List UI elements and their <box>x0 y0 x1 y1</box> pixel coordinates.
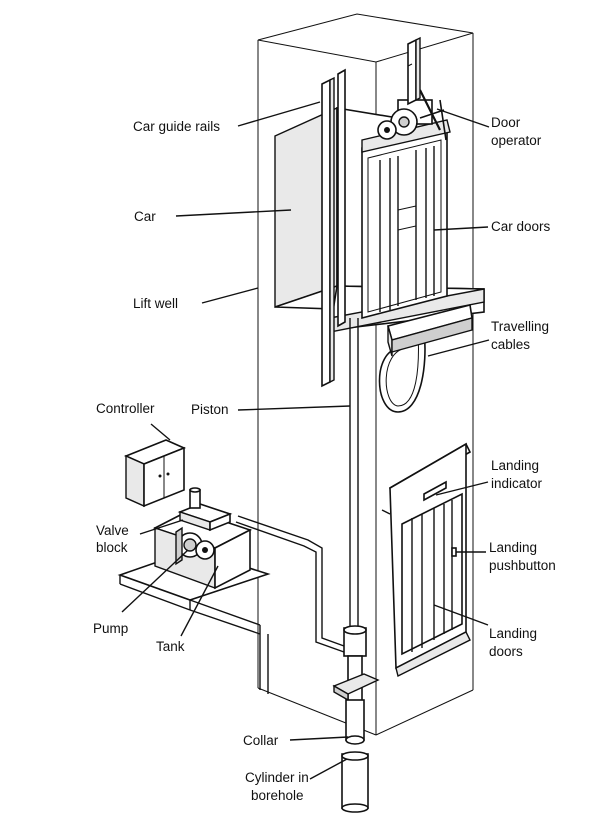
oil-pipe <box>235 515 345 653</box>
label-piston: Piston <box>191 402 229 417</box>
label-lift-well: Lift well <box>133 296 178 311</box>
label-collar: Collar <box>243 733 279 748</box>
label-door-operator-line2: operator <box>491 133 542 148</box>
cylinder <box>332 625 380 813</box>
door-operator <box>377 89 447 141</box>
piston <box>349 318 359 632</box>
label-cylinder-line2: borehole <box>251 788 304 803</box>
leader-lines <box>121 101 490 780</box>
label-tank: Tank <box>156 639 185 654</box>
label-landing-pushbutton-line1: Landing <box>489 540 537 555</box>
label-cylinder-line1: Cylinder in <box>245 770 309 785</box>
label-travelling-cables-line1: Travelling <box>491 319 549 334</box>
label-landing-indicator-line2: indicator <box>491 476 543 491</box>
car-guide-rails <box>321 36 421 388</box>
label-controller: Controller <box>96 401 155 416</box>
label-pump: Pump <box>93 621 128 636</box>
landing-doors <box>381 442 472 678</box>
label-valve-block-line1: Valve <box>96 523 129 538</box>
pump <box>175 526 215 566</box>
travelling-cables <box>378 329 426 413</box>
label-car: Car <box>134 209 156 224</box>
label-landing-pushbutton-line2: pushbutton <box>489 558 556 573</box>
label-car-doors: Car doors <box>491 219 551 234</box>
label-door-operator-line1: Door <box>491 115 521 130</box>
controller-cabinet <box>123 439 187 508</box>
label-travelling-cables-line2: cables <box>491 337 530 352</box>
label-car-guide-rails: Car guide rails <box>133 119 220 134</box>
label-valve-block-line2: block <box>96 540 128 555</box>
car-sill-bracket <box>387 304 473 357</box>
car-doors <box>361 119 451 320</box>
label-landing-doors-line2: doors <box>489 644 523 659</box>
label-landing-doors-line1: Landing <box>489 626 537 641</box>
valve-block <box>177 487 233 532</box>
label-landing-indicator-line1: Landing <box>491 458 539 473</box>
